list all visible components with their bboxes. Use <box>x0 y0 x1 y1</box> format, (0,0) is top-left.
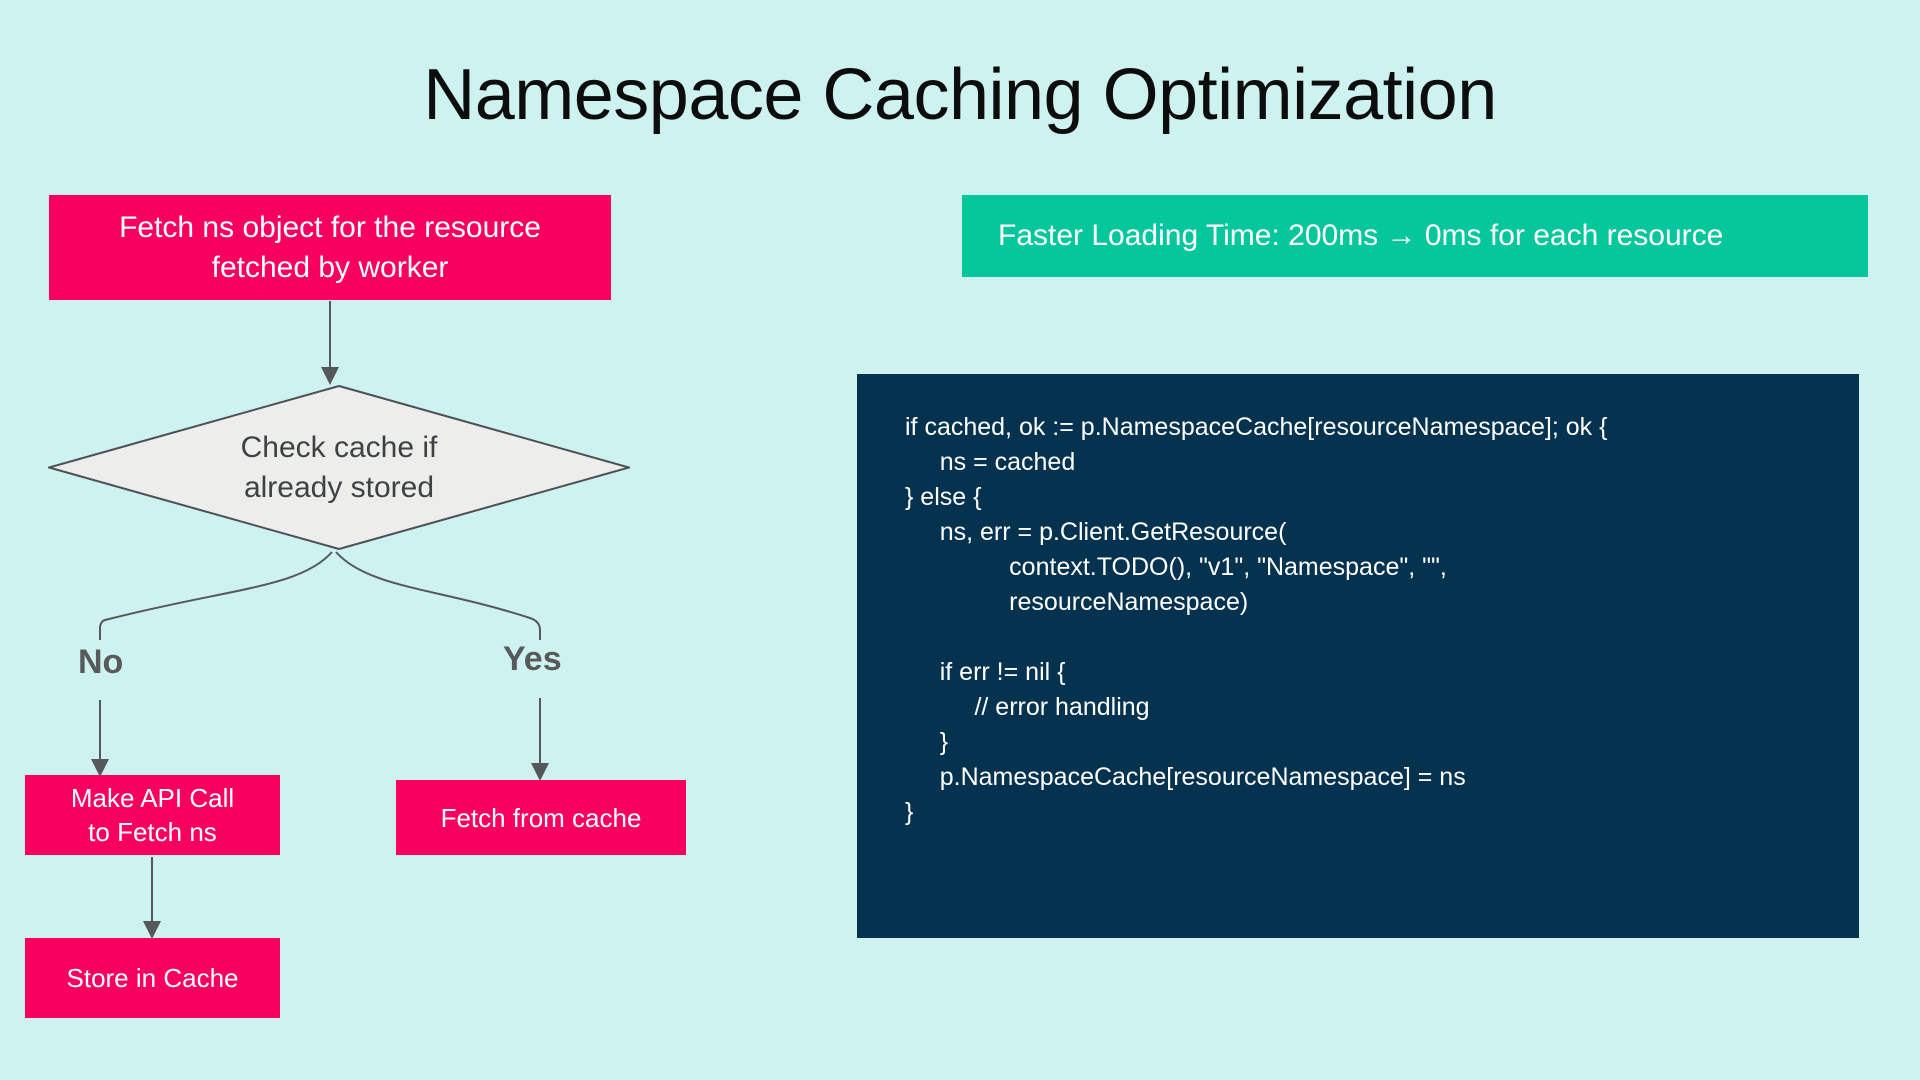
connector-decision-to-no <box>99 551 333 640</box>
flow-node-label: Fetch from cache <box>440 802 642 833</box>
faster-loading-banner: Faster Loading Time: 200ms → 0ms for eac… <box>962 195 1868 277</box>
flow-node-fetch-from-cache[interactable]: Fetch from cache <box>396 780 686 855</box>
branch-label-no: No <box>78 643 124 681</box>
page-title: Namespace Caching Optimization <box>423 55 1497 135</box>
flow-node-label: Check cache if already stored <box>240 430 438 504</box>
flow-node-fetch-ns-object[interactable]: Fetch ns object for the resource fetched… <box>49 195 611 300</box>
flow-node-make-api-call[interactable]: Make API Call to Fetch ns <box>25 775 280 855</box>
flow-node-check-cache-decision[interactable]: Check cache if already stored <box>48 385 630 550</box>
diamond-shape <box>48 385 630 550</box>
branch-label-yes: Yes <box>503 640 562 678</box>
code-snippet-text: if cached, ok := p.NamespaceCache[resour… <box>905 413 1608 826</box>
code-snippet-panel: if cached, ok := p.NamespaceCache[resour… <box>857 374 1859 938</box>
connector-decision-to-yes <box>335 551 541 640</box>
flow-node-label: Make API Call to Fetch ns <box>70 783 235 847</box>
flow-node-store-in-cache[interactable]: Store in Cache <box>25 938 280 1018</box>
flow-node-label: Fetch ns object for the resource fetched… <box>119 210 541 284</box>
banner-text: Faster Loading Time: 200ms → 0ms for eac… <box>998 219 1724 252</box>
flow-node-label: Store in Cache <box>66 963 239 993</box>
